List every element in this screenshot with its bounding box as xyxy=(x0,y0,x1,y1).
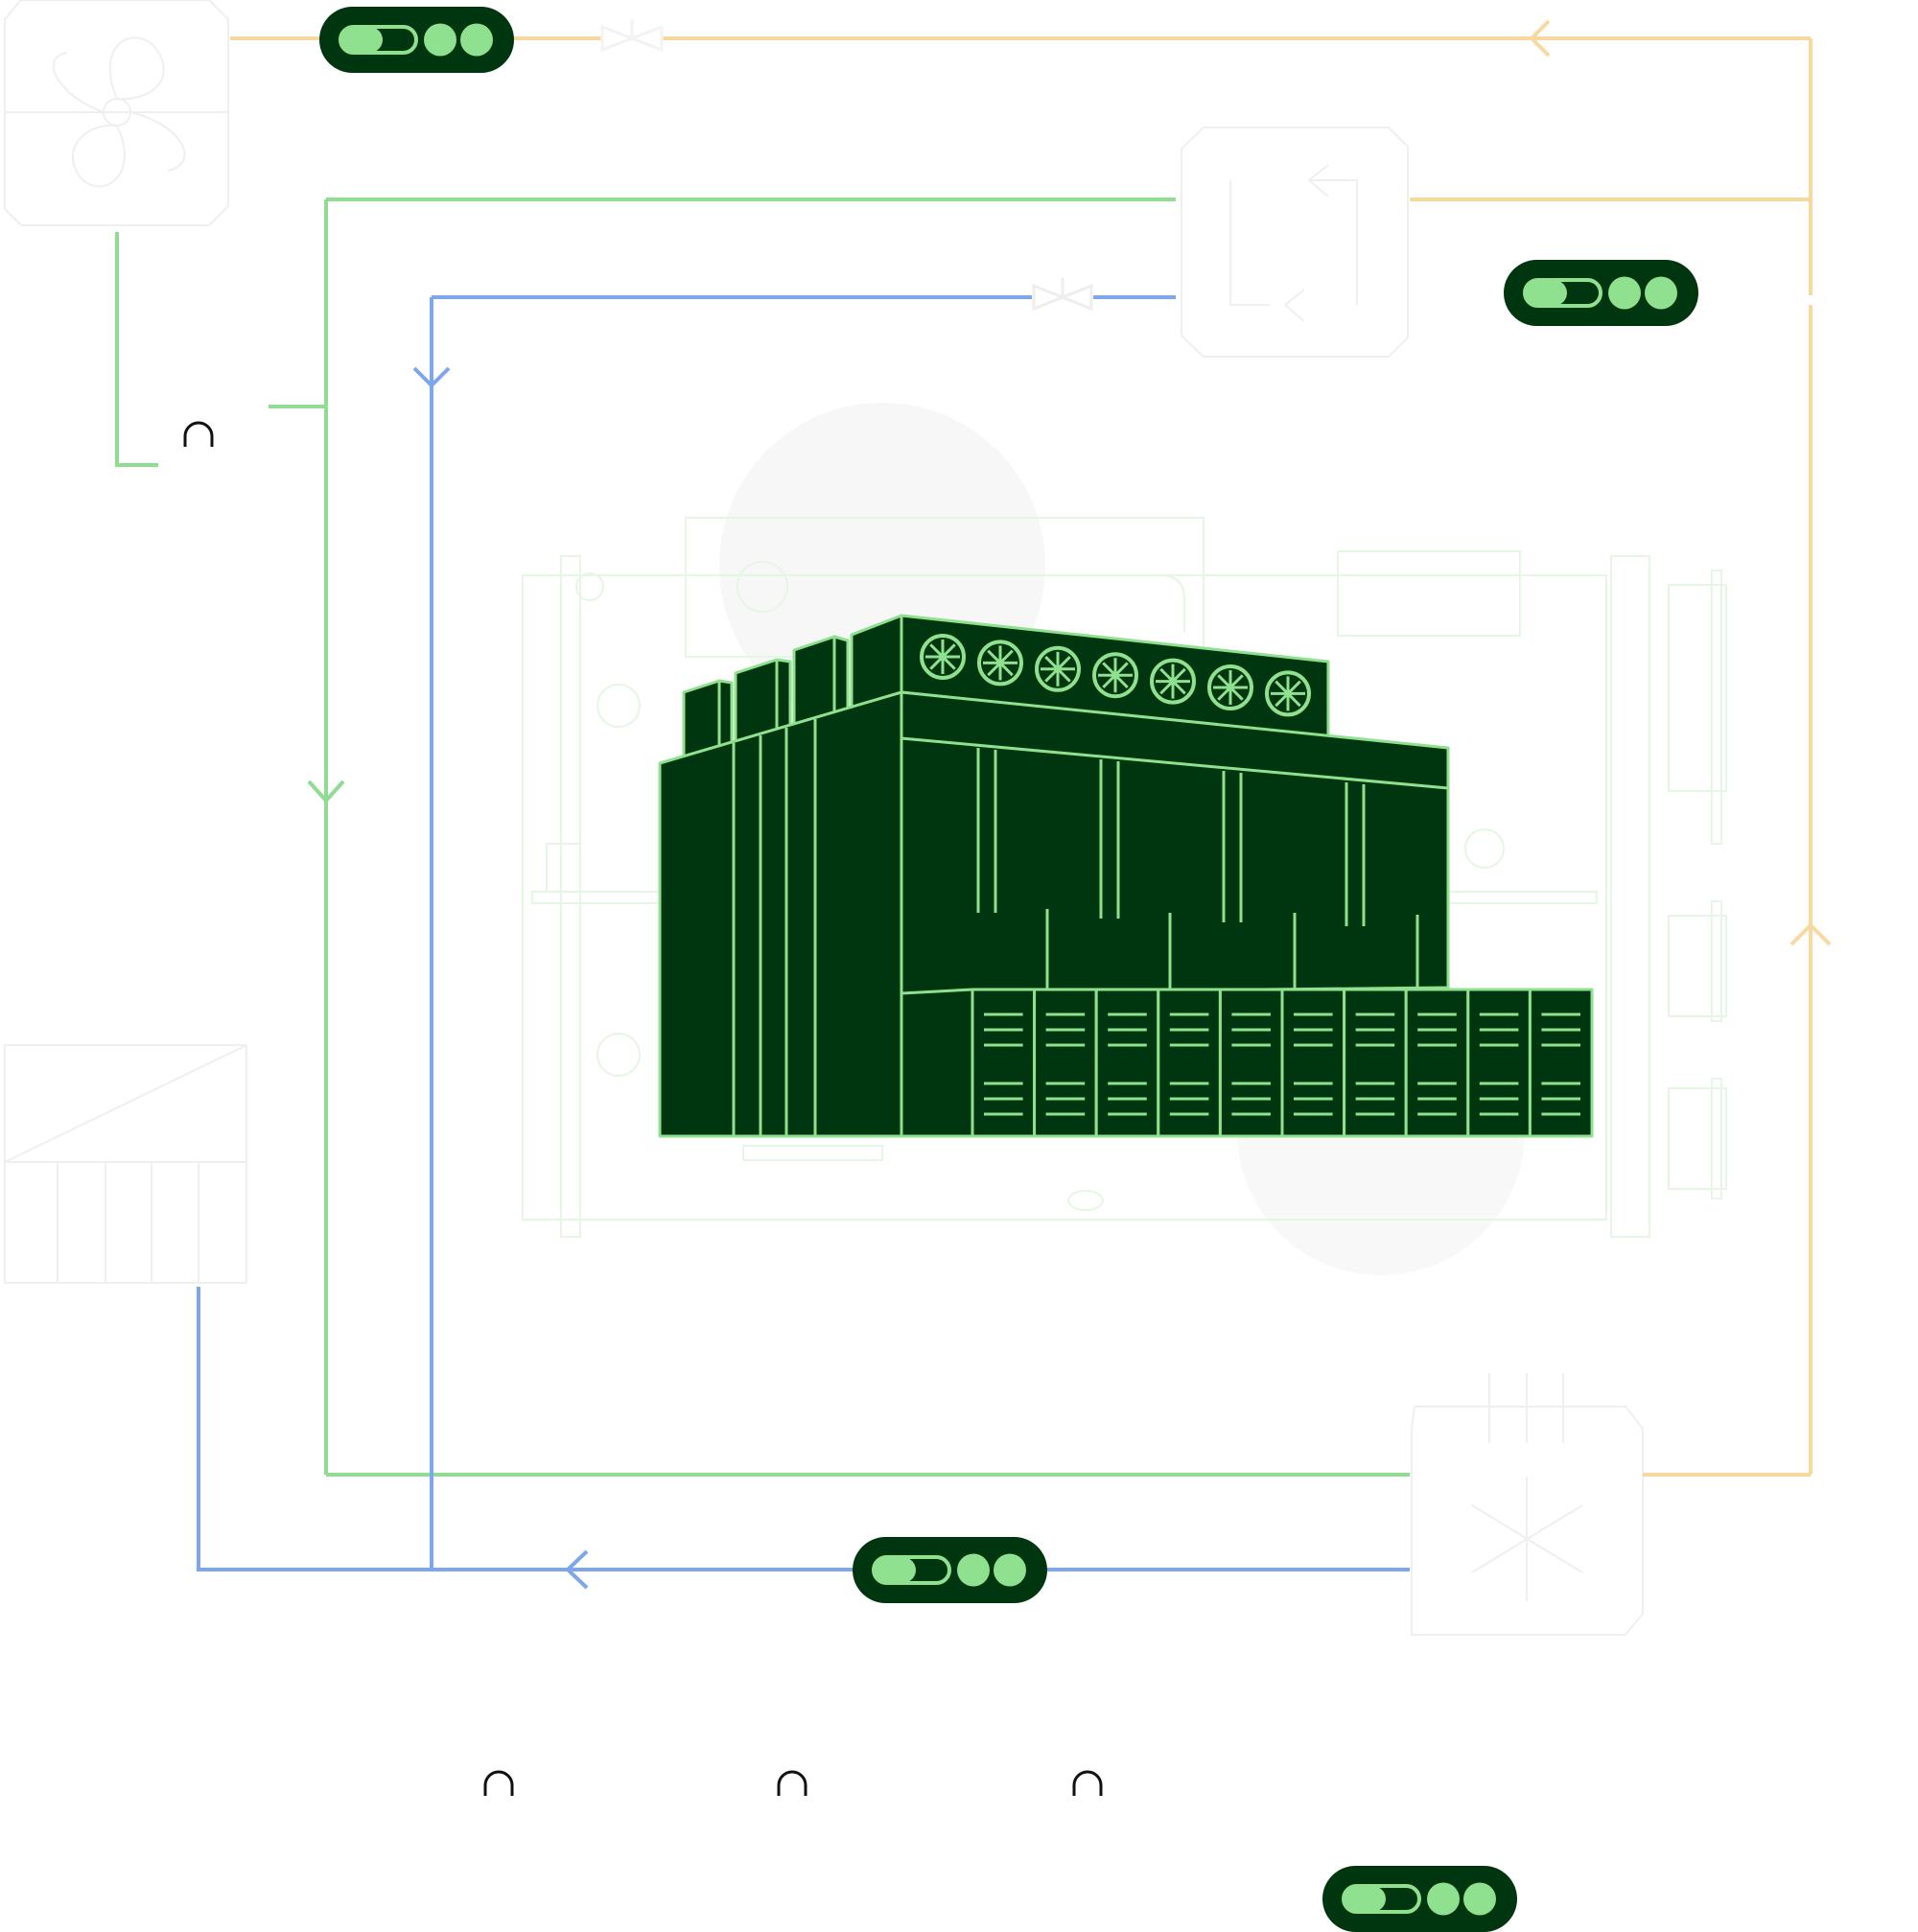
cooling-fan-icon xyxy=(1092,652,1138,699)
status-pill-top-left xyxy=(319,7,514,73)
connector-marks xyxy=(183,421,1103,1796)
flow-arrow-icon xyxy=(307,780,345,803)
server-drawer xyxy=(1343,988,1408,1138)
server-drawer xyxy=(1094,988,1160,1138)
cap-connector-icon xyxy=(483,1770,514,1796)
fan-unit-icon xyxy=(4,0,229,226)
toggle-switch-icon xyxy=(1342,1884,1421,1914)
status-dot xyxy=(957,1553,990,1587)
chiller-snowflake-icon xyxy=(1411,1373,1644,1636)
cap-connector-icon xyxy=(777,1770,807,1796)
toggle-switch-icon xyxy=(1523,278,1602,308)
cooling-fan-icon xyxy=(1207,664,1253,710)
server-drawer xyxy=(971,988,1037,1138)
server-drawer xyxy=(1033,988,1098,1138)
status-pill-bottom-center xyxy=(853,1537,1047,1603)
status-dot xyxy=(1463,1882,1496,1916)
toggle-switch-icon xyxy=(339,25,418,55)
flow-arrow-icon xyxy=(1529,19,1551,58)
flow-arrows xyxy=(307,19,1832,1590)
server-drawer xyxy=(1528,988,1594,1138)
data-center-module-icon xyxy=(658,614,1594,1138)
valve-icon xyxy=(1032,278,1093,312)
status-dot xyxy=(1645,276,1677,310)
status-dot xyxy=(994,1553,1026,1587)
heat-exchanger-icon xyxy=(1181,127,1409,358)
cooling-fan-icon xyxy=(1035,645,1081,692)
server-drawer xyxy=(1218,988,1284,1138)
status-pills xyxy=(319,7,1698,1932)
status-pill-right xyxy=(1504,260,1698,326)
fan-row xyxy=(920,634,1311,717)
louver-panel-icon xyxy=(4,1044,247,1284)
flow-arrow-icon xyxy=(412,366,451,388)
green-supply-loop xyxy=(115,198,1410,1477)
drawer-row xyxy=(971,988,1594,1138)
status-dot xyxy=(1608,276,1641,310)
toggle-switch-icon xyxy=(872,1555,951,1585)
cooling-fan-icon xyxy=(920,634,966,680)
cooling-fan-icon xyxy=(1265,670,1311,717)
status-pill-bottom-right xyxy=(1322,1866,1517,1932)
flow-arrow-icon xyxy=(1789,922,1832,946)
server-drawer xyxy=(1157,988,1222,1138)
server-drawer xyxy=(1280,988,1346,1138)
orange-return-loop xyxy=(230,36,1813,1477)
status-dot xyxy=(424,23,456,57)
server-drawer xyxy=(1466,988,1532,1138)
cap-connector-icon xyxy=(183,421,214,447)
valve-icon xyxy=(600,19,664,53)
flow-arrow-icon xyxy=(565,1549,589,1590)
cap-connector-icon xyxy=(1072,1770,1103,1796)
cooling-fan-icon xyxy=(977,640,1023,687)
server-drawer xyxy=(1404,988,1470,1138)
status-dot xyxy=(1427,1882,1460,1916)
status-dot xyxy=(460,23,493,57)
cooling-fan-icon xyxy=(1150,658,1196,705)
